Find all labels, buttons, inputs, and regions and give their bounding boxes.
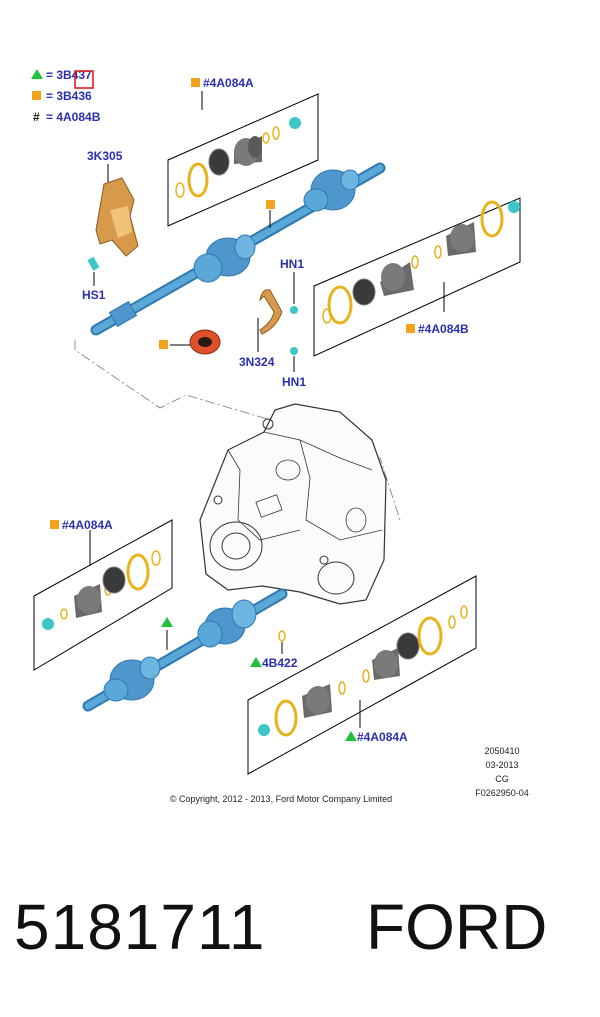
strap-3n324: 3N324 <box>239 289 283 369</box>
brand-name: FORD <box>366 891 548 963</box>
kit-frame-top: #4A084A <box>167 76 319 227</box>
highlight-box <box>74 70 94 89</box>
orange-square-icon <box>32 91 41 100</box>
kit-frame-right: #4A084B <box>313 197 521 357</box>
green-triangle-icon <box>31 69 43 79</box>
nut-icon <box>258 724 270 736</box>
part-number: 5181711 <box>14 891 266 963</box>
nut-icon <box>290 306 298 314</box>
label-kit-top: #4A084A <box>203 76 254 90</box>
label-circlip: 4B422 <box>262 656 298 670</box>
oil-seal <box>159 329 221 355</box>
kit-frame-lower-right: #4A084A <box>247 575 477 775</box>
info-block: 2050410 03-2013 CG F0262950-04 <box>475 746 529 798</box>
circlip-4b422: 4B422 <box>250 630 298 670</box>
info-line-4: F0262950-04 <box>475 788 529 798</box>
legend: = 3B437 = 3B436 # = 4A084B <box>31 68 101 124</box>
legend-item-2: = 3B436 <box>46 89 92 103</box>
hash-symbol: # <box>33 110 40 124</box>
nut-hn1-upper: HN1 <box>280 257 304 314</box>
label-kit-lower-right: #4A084A <box>357 730 408 744</box>
kit-frame-lower-left: #4A084A <box>33 518 173 671</box>
orange-square-icon <box>159 340 168 349</box>
green-triangle-icon <box>250 657 262 667</box>
info-line-3: CG <box>495 774 509 784</box>
info-line-1: 2050410 <box>484 746 519 756</box>
label-bracket: 3K305 <box>87 149 123 163</box>
legend-item-3: = 4A084B <box>46 110 101 124</box>
nut-icon <box>290 347 298 355</box>
green-triangle-icon <box>345 731 357 741</box>
boot-icon <box>372 648 400 680</box>
upper-driveshaft <box>90 162 386 336</box>
transaxle-housing <box>199 403 387 605</box>
boot-icon <box>74 584 102 618</box>
info-line-2: 03-2013 <box>485 760 518 770</box>
bolt-icon <box>87 256 100 271</box>
boot-icon <box>234 136 262 166</box>
orange-square-icon <box>191 78 200 87</box>
bolt-hs1: HS1 <box>82 256 106 302</box>
label-nut-lower: HN1 <box>282 375 306 389</box>
label-kit-lower-left: #4A084A <box>62 518 113 532</box>
copyright-text: © Copyright, 2012 - 2013, Ford Motor Com… <box>170 794 392 804</box>
boot-icon <box>380 262 414 296</box>
nut-icon <box>289 117 301 129</box>
boot-icon <box>446 222 476 256</box>
legend-item-1: = 3B437 <box>46 68 92 82</box>
nut-icon <box>42 618 54 630</box>
bracket-3k305: 3K305 <box>87 149 139 257</box>
lower-driveshaft <box>82 588 288 712</box>
label-bolt: HS1 <box>82 288 106 302</box>
nut-icon <box>508 201 520 213</box>
label-kit-right: #4A084B <box>418 322 469 336</box>
nut-hn1-lower: HN1 <box>282 347 306 389</box>
label-strap: 3N324 <box>239 355 275 369</box>
label-nut-upper: HN1 <box>280 257 304 271</box>
center-line <box>74 340 401 521</box>
orange-square-icon <box>406 324 415 333</box>
boot-icon <box>302 684 332 718</box>
green-triangle-icon <box>161 617 173 627</box>
orange-square-icon <box>266 200 275 209</box>
orange-square-icon <box>50 520 59 529</box>
